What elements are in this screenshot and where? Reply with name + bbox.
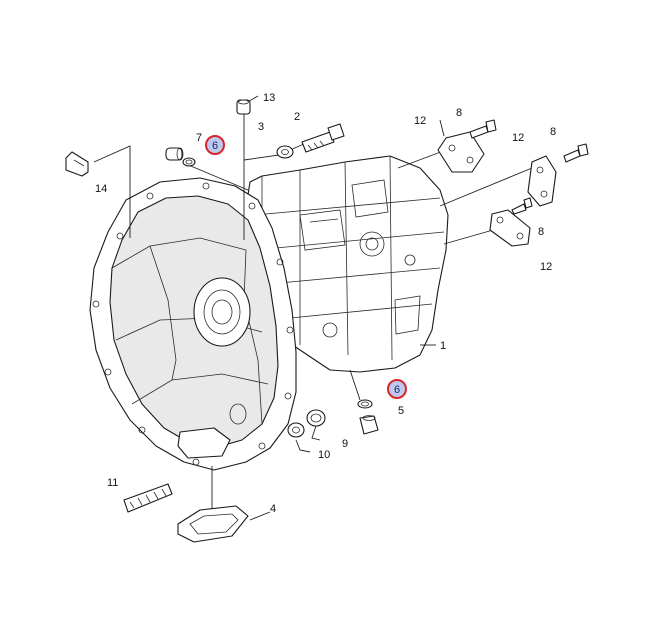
callout-14: 14 bbox=[95, 183, 107, 195]
part-10-washer bbox=[287, 422, 305, 438]
part-6-o-ring-lower bbox=[357, 399, 373, 409]
callout-12-right: 12 bbox=[512, 132, 524, 144]
part-14-pin bbox=[65, 151, 89, 177]
callout-labels: 1 2 3 4 5 6 6 7 8 8 8 9 10 11 12 12 12 1… bbox=[95, 92, 556, 515]
part-4-gasket bbox=[177, 505, 249, 543]
callout-8-top: 8 bbox=[456, 107, 462, 119]
callout-9: 9 bbox=[342, 438, 348, 450]
part-13-plug bbox=[236, 99, 251, 115]
callout-6-upper: 6 bbox=[212, 140, 218, 152]
part-7-plug bbox=[165, 147, 184, 161]
callout-4: 4 bbox=[270, 503, 276, 515]
callout-6-lower: 6 bbox=[394, 384, 400, 396]
callout-8-lower: 8 bbox=[538, 226, 544, 238]
part-12-cover-plate-right bbox=[527, 155, 557, 207]
part-8-bolt-top bbox=[469, 119, 497, 139]
part-12-cover-plate-lower bbox=[489, 209, 531, 247]
callout-12-top: 12 bbox=[414, 115, 426, 127]
callout-2: 2 bbox=[294, 111, 300, 123]
callout-1: 1 bbox=[440, 340, 446, 352]
callout-5: 5 bbox=[398, 405, 404, 417]
callout-11: 11 bbox=[107, 477, 118, 489]
part-8-bolt-right bbox=[563, 143, 589, 163]
part-9-plug bbox=[306, 409, 326, 427]
callout-7: 7 bbox=[196, 132, 202, 144]
leader-lines bbox=[93, 95, 533, 521]
callout-8-right: 8 bbox=[550, 126, 556, 138]
part-8-bolt-lower bbox=[511, 197, 533, 215]
part-5-plug bbox=[359, 415, 379, 435]
callout-6-highlight-ring-upper bbox=[205, 135, 225, 155]
callout-10: 10 bbox=[318, 449, 330, 461]
callout-6-highlight-ring-lower bbox=[387, 379, 407, 399]
callout-13: 13 bbox=[263, 92, 275, 104]
callout-3: 3 bbox=[258, 121, 264, 133]
part-3-washer bbox=[276, 145, 294, 159]
part-12-cover-plate-top bbox=[437, 131, 485, 173]
callout-12-lower: 12 bbox=[540, 261, 552, 273]
part-2-bolt bbox=[301, 123, 345, 153]
part-11-stud bbox=[123, 483, 173, 513]
gearbox-housing bbox=[89, 155, 449, 471]
part-6-o-ring-upper bbox=[182, 157, 196, 167]
